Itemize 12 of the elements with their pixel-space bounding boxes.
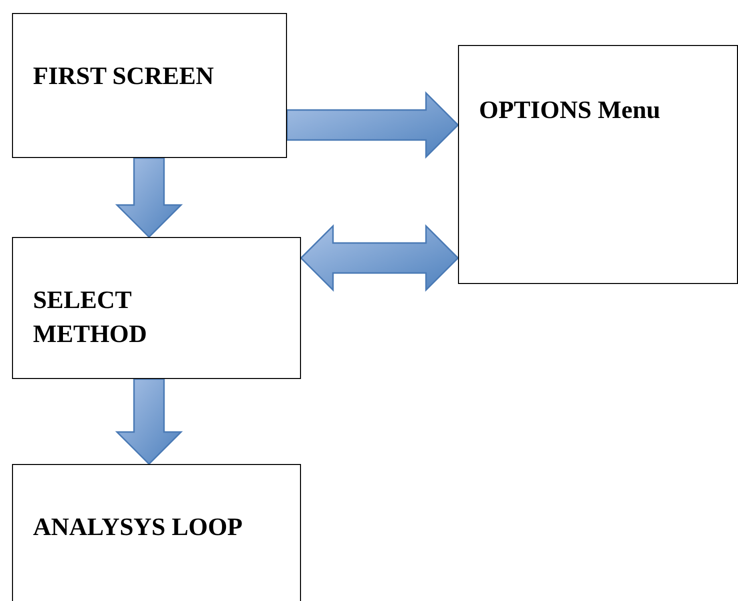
process-box	[12, 237, 301, 379]
process-box	[12, 13, 287, 158]
block-arrow	[115, 378, 183, 466]
box-label: ANALYSYS LOOP	[33, 513, 244, 543]
process-box	[12, 464, 301, 601]
double-block-arrow	[300, 224, 460, 292]
box-label: OPTIONS Menu	[479, 96, 662, 126]
block-arrow	[115, 157, 183, 238]
process-box	[458, 45, 738, 284]
box-label: FIRST SCREEN	[33, 62, 215, 92]
block-arrow	[286, 91, 460, 159]
box-label: SELECT METHOD	[33, 286, 148, 350]
